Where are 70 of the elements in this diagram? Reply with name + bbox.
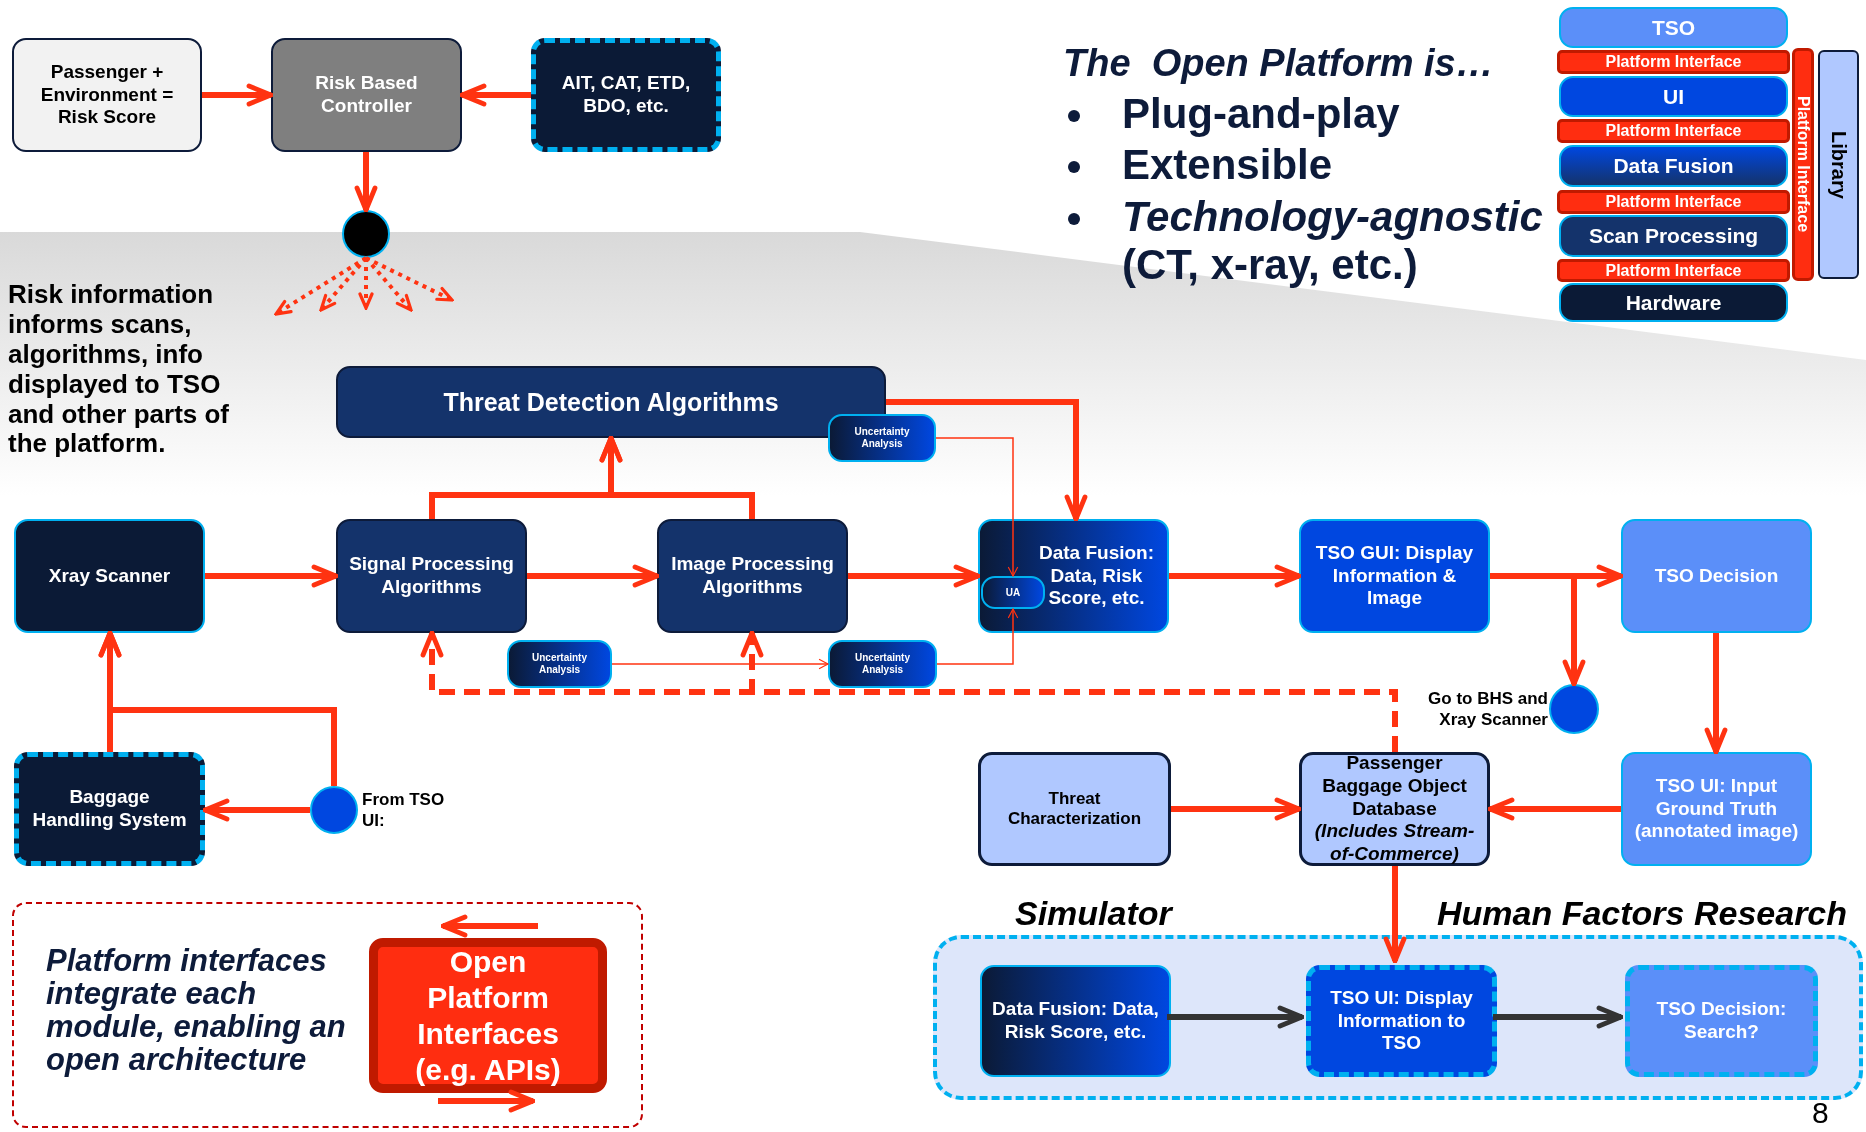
arrow [358, 258, 374, 310]
arrow [365, 256, 454, 302]
process-box [978, 519, 1169, 633]
layer-box: Platform Interface [1557, 119, 1790, 143]
arrow [1383, 866, 1407, 964]
process-box: TSO Decision: Search? [1625, 965, 1818, 1077]
process-box: Uncertainty Analysis [828, 414, 936, 462]
arrow [459, 83, 531, 107]
page-number: 8 [1812, 1096, 1830, 1131]
interface-box: Open Platform Interfaces (e.g. APIs) [369, 938, 607, 1093]
process-box: Uncertainty Analysis [828, 640, 937, 688]
arrow [364, 256, 413, 312]
group-heading: Simulator [1015, 895, 1172, 933]
node-caption: From TSO UI: [362, 789, 446, 832]
process-box: AIT, CAT, ETD, BDO, etc. [531, 38, 721, 152]
arrow [1487, 797, 1621, 821]
process-box: Threat Characterization [978, 752, 1171, 866]
arrow [527, 564, 660, 588]
arrow [1490, 573, 1586, 687]
database-box: Passenger Baggage Object Database (Includes Stream-of-Commerce) [1299, 752, 1490, 866]
process-box: Risk Based Controller [271, 38, 462, 152]
note-box [12, 902, 643, 1128]
arrow [98, 630, 122, 752]
arrow [1493, 1005, 1624, 1029]
process-box: TSO GUI: Display Information & Image [1299, 519, 1490, 633]
label-heading: The Open Platform is… [1063, 42, 1495, 86]
layer-box: Platform Interface [1557, 190, 1790, 214]
layer-box: Platform Interface [1557, 50, 1790, 74]
layer-box: Data Fusion [1559, 145, 1788, 187]
arrow [848, 564, 981, 588]
process-box: Xray Scanner [14, 519, 205, 633]
layer-box: Scan Processing [1559, 215, 1788, 257]
process-box: Signal Processing Algorithms [336, 519, 527, 633]
junction-circle [342, 210, 390, 258]
process-box: Passenger + Environment = Risk Score [12, 38, 202, 152]
arrow [202, 83, 274, 107]
arrow [205, 564, 339, 588]
process-box: TSO UI: Input Ground Truth (annotated image) [1621, 752, 1812, 866]
process-box: TSO UI: Display Information to TSO [1306, 965, 1497, 1077]
process-box: Uncertainty Analysis [507, 640, 612, 688]
body-text: Risk information informs scans, algorithms, info displayed to TSO and other parts of the platform. [8, 280, 230, 460]
arrow [354, 152, 378, 213]
arrow [1171, 797, 1302, 821]
arrow [202, 798, 310, 822]
arrow [1167, 1005, 1305, 1029]
group-heading: Human Factors Research [1437, 895, 1848, 933]
arrow [599, 435, 755, 519]
arrow [936, 608, 1019, 665]
arrow [1704, 633, 1728, 755]
process-box: UA [981, 576, 1045, 609]
layer-box: UI [1559, 76, 1788, 117]
process-box: TSO Decision [1621, 519, 1812, 633]
process-box: Data Fusion: Data, Risk Score, etc. [980, 965, 1171, 1077]
note-text: Platform interfaces integrate each module, enabling an open architecture [46, 944, 347, 1077]
layer-box: TSO [1559, 7, 1788, 48]
layer-box: Platform Interface [1557, 259, 1790, 282]
bullet-text: Technology-agnostic (CT, x-ray, etc.) [1122, 193, 1544, 290]
process-box: Baggage Handling System [14, 752, 205, 866]
arrow [1169, 564, 1302, 588]
junction-circle [310, 786, 358, 834]
arrow [886, 399, 1088, 522]
arrow [611, 658, 829, 670]
layer-box: Platform Interface [1792, 48, 1814, 281]
arrow [935, 437, 1019, 577]
process-box: Image Processing Algorithms [657, 519, 848, 633]
arrow [274, 256, 368, 316]
node-caption: Go to BHS and Xray Scanner [1427, 688, 1548, 731]
arrow [319, 256, 368, 312]
layer-box: Library [1818, 50, 1859, 279]
layer-box: Hardware [1559, 283, 1788, 322]
